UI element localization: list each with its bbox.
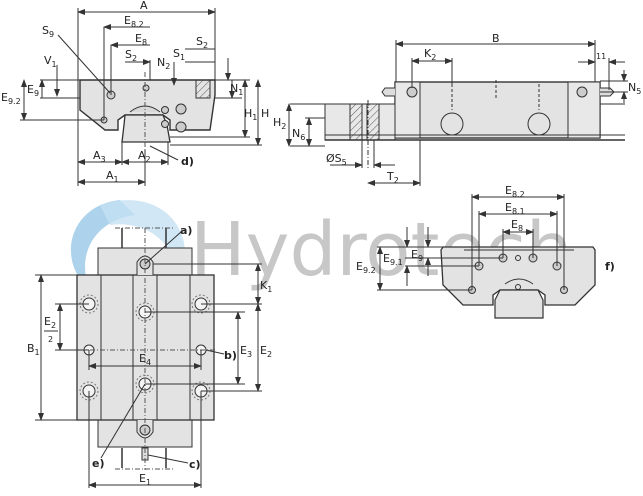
dim-11: 11 <box>596 52 606 61</box>
dim-E9: E9 <box>27 83 39 98</box>
dim-E2-half: E2 <box>44 315 56 330</box>
callout-d: d) <box>181 155 194 168</box>
dim-A2: A2 <box>138 149 151 164</box>
dim-K1: K1 <box>260 279 272 294</box>
dim-E2: E2 <box>260 344 272 359</box>
dim-f-E9-2: E9.2 <box>356 260 376 275</box>
dim-S5: ØS5 <box>326 152 347 167</box>
front-view-labels: A E8.2 E8 S9 S2 S2 S1 N2 V1 E9 E9.2 N1 H… <box>1 0 269 184</box>
dim-N6: N6 <box>292 127 305 142</box>
dim-E2-half-denominator: 2 <box>48 335 53 344</box>
dim-f-E8-2: E8.2 <box>505 184 525 199</box>
callout-f: f) <box>605 260 615 273</box>
end-view-f-labels: E8.2 E8.1 E8 E9 E9.1 E9.2 f) <box>356 184 615 275</box>
dim-E4: E4 <box>139 352 151 367</box>
dim-S2-left: S2 <box>125 48 137 63</box>
dim-K2: K2 <box>424 47 436 62</box>
dim-S9: S9 <box>42 24 54 39</box>
dim-A3: A3 <box>93 149 106 164</box>
dim-B: B <box>492 32 500 45</box>
end-view-f <box>377 194 596 319</box>
dim-E3: E3 <box>240 344 252 359</box>
dim-f-E8: E8 <box>511 218 523 233</box>
dim-H2: H2 <box>273 116 286 131</box>
dim-E1: E1 <box>139 472 151 487</box>
dim-f-E9-1: E9.1 <box>383 252 403 267</box>
dim-N5: N5 <box>628 81 641 96</box>
dim-S2-right: S2 <box>196 35 208 50</box>
dim-S1: S1 <box>173 47 185 62</box>
dim-A: A <box>140 0 148 12</box>
dim-H1: H1 <box>244 107 257 122</box>
side-view <box>286 40 628 186</box>
dim-V1: V1 <box>44 54 57 69</box>
dim-E8-2: E8.2 <box>124 14 144 29</box>
callout-e: e) <box>92 457 105 470</box>
dim-E9-2: E9.2 <box>1 91 21 106</box>
dim-N1: N1 <box>230 82 243 97</box>
dim-H: H <box>261 107 269 120</box>
top-view <box>35 227 262 488</box>
dim-B1: B1 <box>27 342 40 357</box>
callout-b: b) <box>224 349 237 362</box>
dim-f-E9: E9 <box>411 248 423 263</box>
dim-E8: E8 <box>135 32 147 47</box>
top-view-labels: a) b) c) e) K1 B1 E2 2 E3 E2 E4 E1 <box>27 224 272 487</box>
side-view-labels: B K2 11 N5 H2 N6 ØS5 T2 <box>273 32 641 185</box>
dim-A1: A1 <box>106 169 119 184</box>
dim-N2: N2 <box>157 56 170 71</box>
callout-a: a) <box>180 224 192 237</box>
dim-T2: T2 <box>386 170 399 185</box>
dim-f-E8-1: E8.1 <box>505 201 525 216</box>
callout-c: c) <box>189 458 201 471</box>
front-view <box>20 8 262 186</box>
